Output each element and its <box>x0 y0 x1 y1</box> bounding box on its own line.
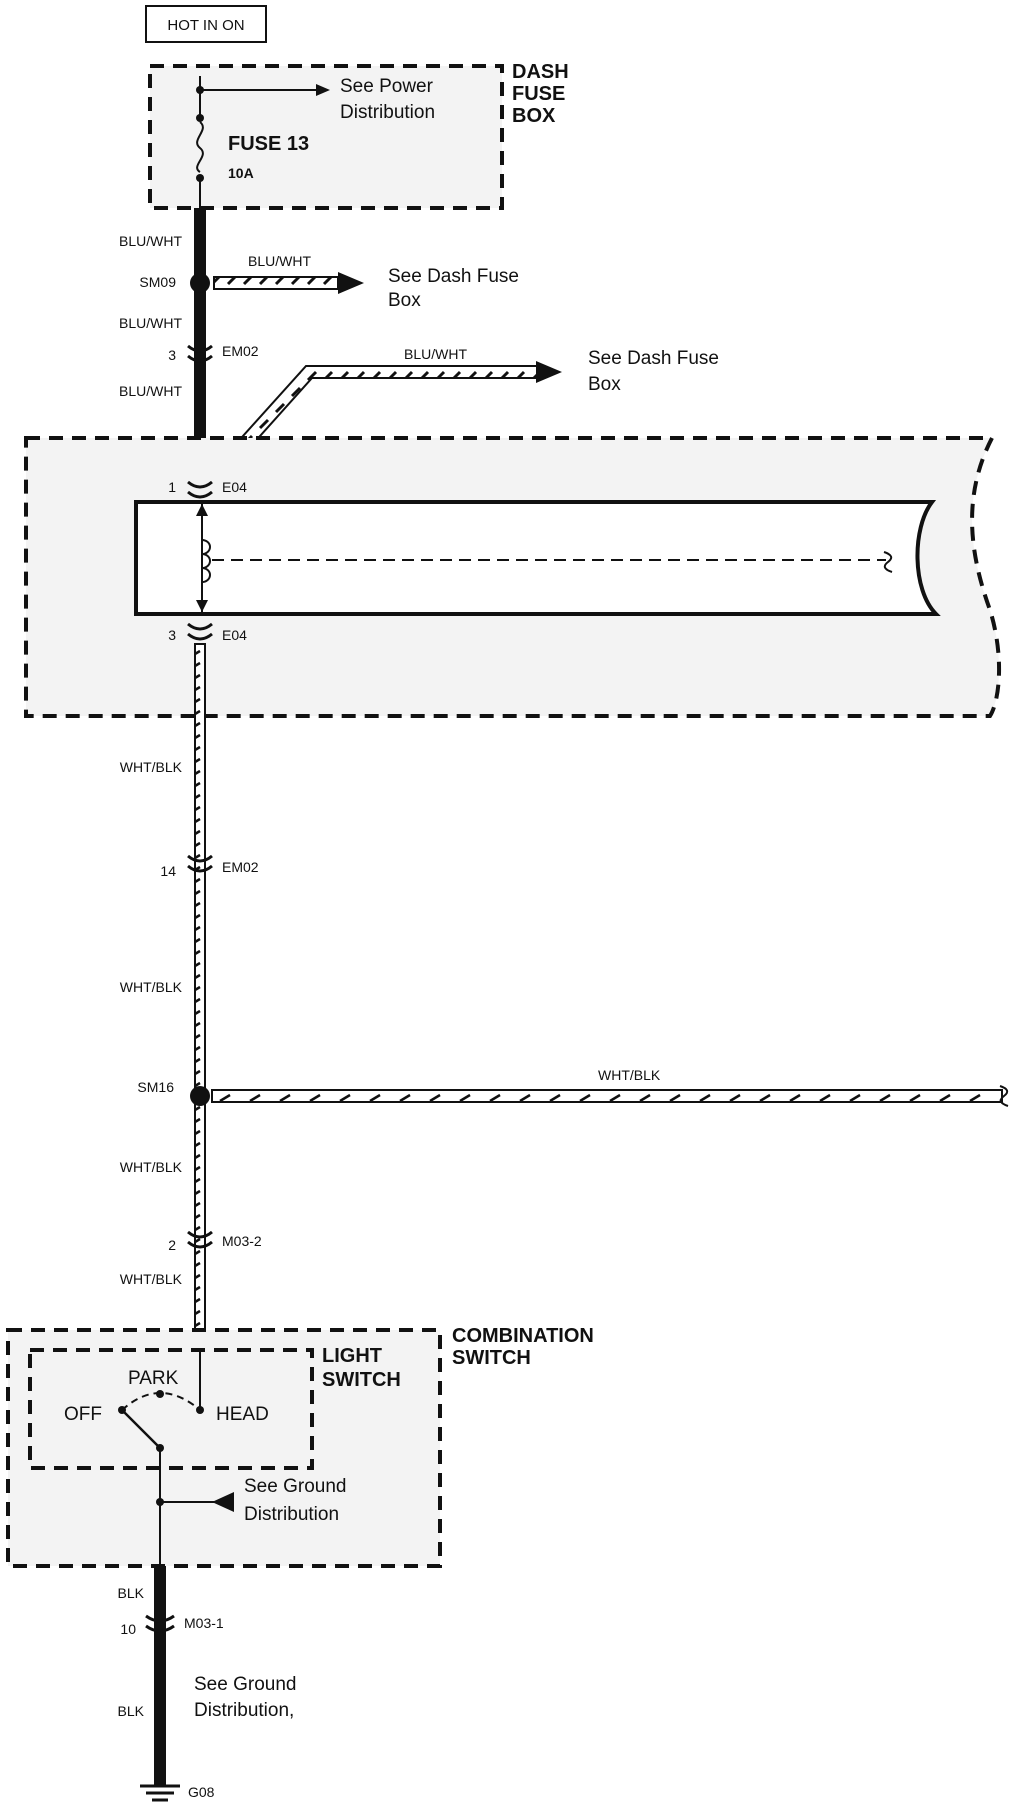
light-switch-title-1: LIGHT <box>322 1345 382 1367</box>
branch1-arrow-head <box>338 272 364 294</box>
dash-fuse-box-title-2: FUSE <box>512 83 565 105</box>
connector-m03-2-pin: 2 <box>168 1237 176 1253</box>
sm16-branch-wire <box>211 1089 1003 1103</box>
wire-label-wht-blk-1: WHT/BLK <box>120 759 183 775</box>
branch2-arrow-head <box>536 361 562 383</box>
connector-e04-bottom-name: E04 <box>222 627 247 643</box>
wire-label-blk-1: BLK <box>118 1585 145 1601</box>
ground-ref-outer-line-2: Distribution, <box>194 1700 294 1721</box>
dash-fuse-box-title-3: BOX <box>512 105 556 127</box>
connector-em02-top-name: EM02 <box>222 343 259 359</box>
dash-fuse-ref1-line-1: See Dash Fuse <box>388 266 519 287</box>
wire-label-blu-wht-3: BLU/WHT <box>119 383 182 399</box>
switch-blade <box>121 1409 161 1449</box>
fuse-label: FUSE 13 <box>228 133 309 155</box>
connector-em02-top-pin: 3 <box>168 347 176 363</box>
fuse-rating: 10A <box>228 165 254 181</box>
coil-component <box>134 500 941 616</box>
connector-em02-top <box>187 344 213 363</box>
component-area <box>24 436 1002 718</box>
coil-lead-up-arrow <box>196 504 208 516</box>
coil-continuation-mark <box>883 551 893 573</box>
combination-switch-shade <box>8 1330 440 1566</box>
connector-e04-top-pin: 1 <box>168 479 176 495</box>
connector-e04-bottom <box>187 622 213 641</box>
splice-sm16-label: SM16 <box>137 1079 174 1095</box>
combination-switch-box <box>6 1328 442 1568</box>
connector-e04-bottom-pin: 3 <box>168 627 176 643</box>
wire-label-sm16-branch: WHT/BLK <box>598 1067 661 1083</box>
hot-label: HOT IN ON <box>167 17 244 34</box>
connector-e04-top <box>187 480 213 499</box>
branch1-wire <box>213 276 339 290</box>
connector-em02-mid-name: EM02 <box>222 859 259 875</box>
wire-label-wht-blk-2: WHT/BLK <box>120 979 183 995</box>
dash-fuse-box-title-1: DASH <box>512 61 569 83</box>
position-head: HEAD <box>216 1404 269 1425</box>
splice-sm16 <box>190 1086 210 1106</box>
power-ref-line-1: See Power <box>340 76 434 97</box>
connector-m03-1 <box>145 1614 175 1633</box>
wire-label-branch2: BLU/WHT <box>404 346 467 362</box>
light-switch-title-2: SWITCH <box>322 1369 401 1391</box>
dash-fuse-ref2-line-1: See Dash Fuse <box>588 348 719 369</box>
connector-em02-mid <box>187 854 213 873</box>
wire-label-branch1: BLU/WHT <box>248 253 311 269</box>
connector-e04-top-name: E04 <box>222 479 247 495</box>
blk-trunk <box>154 1566 166 1786</box>
dash-fuse-ref1-line-2: Box <box>388 290 421 311</box>
ground-tap-arrow-head <box>212 1492 234 1512</box>
light-switch-box <box>28 1348 314 1470</box>
combination-switch-title-1: COMBINATION <box>452 1325 594 1347</box>
ground-ref-inner-line-2: Distribution <box>244 1504 339 1525</box>
connector-em02-mid-pin: 14 <box>160 863 176 879</box>
wire-label-blk-2: BLK <box>118 1703 145 1719</box>
splice-sm09-label: SM09 <box>139 274 176 290</box>
connector-m03-2-name: M03-2 <box>222 1233 262 1249</box>
ground-ref-inner-line-1: See Ground <box>244 1476 346 1497</box>
coil-lead-down-arrow <box>196 600 208 612</box>
wire-label-blu-wht-2: BLU/WHT <box>119 315 182 331</box>
wire-label-wht-blk-4: WHT/BLK <box>120 1271 183 1287</box>
ground-ref-outer-line-1: See Ground <box>194 1674 296 1695</box>
splice-sm09 <box>190 273 210 293</box>
wire-label-blu-wht-1: BLU/WHT <box>119 233 182 249</box>
position-park: PARK <box>128 1368 179 1389</box>
fuse-element <box>196 121 204 173</box>
power-ref-line-2: Distribution <box>340 102 435 123</box>
sm16-branch-continuation-mark <box>999 1085 1009 1107</box>
position-off: OFF <box>64 1404 102 1425</box>
power-distribution-arrow-head <box>316 84 330 96</box>
coil-winding <box>201 539 211 583</box>
dash-fuse-box <box>148 64 504 210</box>
connector-m03-1-name: M03-1 <box>184 1615 224 1631</box>
combination-switch-title-2: SWITCH <box>452 1347 531 1369</box>
dash-fuse-ref2-line-2: Box <box>588 374 621 395</box>
switch-travel-arc <box>121 1392 201 1411</box>
connector-m03-1-pin: 10 <box>120 1621 136 1637</box>
fuse-upper-terminal <box>196 114 204 122</box>
ground-label: G08 <box>188 1784 215 1800</box>
wht-blk-trunk <box>194 643 206 1351</box>
wire-label-wht-blk-3: WHT/BLK <box>120 1159 183 1175</box>
hot-label-box <box>145 5 267 43</box>
connector-m03-2 <box>187 1230 213 1249</box>
